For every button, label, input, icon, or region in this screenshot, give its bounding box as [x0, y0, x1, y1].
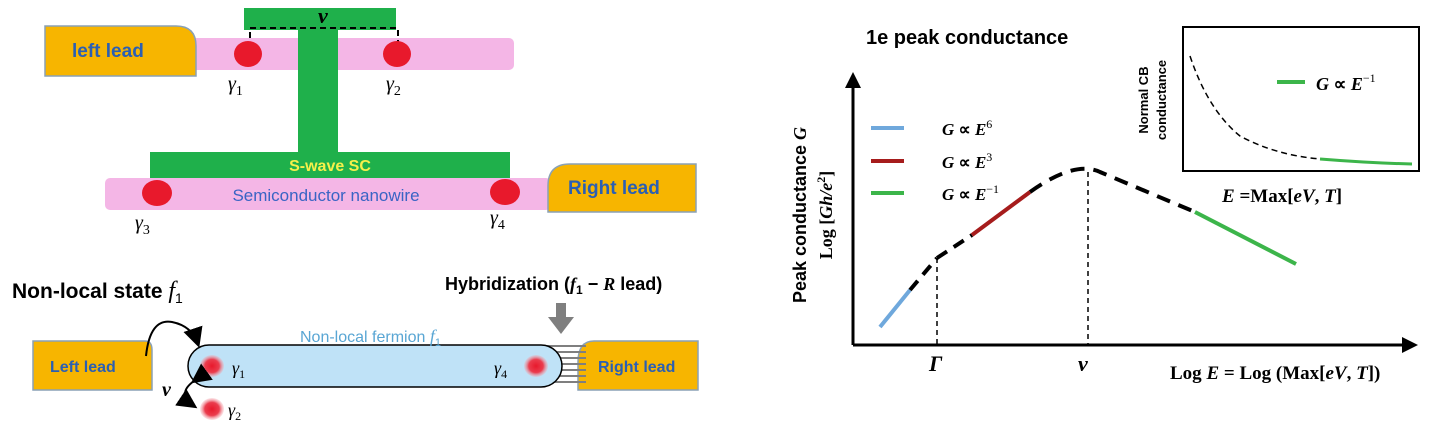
inset-curve-dashed: [1189, 55, 1321, 160]
gamma2-top-label: γ2: [386, 73, 401, 99]
nu-top-label: ν: [318, 3, 328, 28]
curve-dash-1: [908, 256, 939, 292]
tunnel-arrow-icon: [145, 320, 203, 357]
y-axis-arrow-icon: [845, 72, 861, 88]
tick-gamma: Γ: [928, 351, 943, 376]
lower-nanowire: [105, 178, 551, 210]
nu-coupling-arrow-icon: [175, 363, 213, 409]
gamma4-label: γ4: [490, 207, 505, 233]
nonlocal-title: Non-local state f1: [12, 278, 183, 306]
left-lead-top: [44, 25, 197, 77]
majorana-gamma4: [490, 179, 520, 205]
swave-label: S-wave SC: [289, 158, 371, 175]
fermion-label: Non-local fermion f1: [300, 326, 441, 349]
majorana-gamma1-bottom: [200, 355, 224, 377]
sc-top-bar: [244, 8, 396, 30]
curve-dash-2: [935, 233, 974, 260]
upper-nanowire: [186, 38, 514, 70]
right-lead-top: [547, 163, 697, 213]
bottom-device: Non-local state f1 Hybridization (f1 − R…: [12, 274, 699, 423]
inset-xlabel: E =Max[eV, T]: [1221, 186, 1342, 207]
conductance-plot: 1e peak conductance Peak conductance G L…: [790, 27, 1418, 384]
curve-e6-segment: [878, 288, 912, 329]
left-lead-top-label: left lead: [72, 41, 144, 62]
gamma1-top-label: γ1: [228, 73, 243, 99]
top-device: left lead S-wave SC ν γ1 γ2 Semiconducto…: [44, 3, 697, 238]
left-lead-bottom: [32, 340, 153, 391]
y-label-line1: Peak conductance G: [790, 127, 810, 303]
sc-stem: [298, 30, 338, 154]
gamma1-bottom-label: γ1: [232, 358, 245, 381]
x-label: Log E = Log (Max[eV, T]): [1170, 363, 1380, 384]
gamma2-bottom-label: γ2: [228, 400, 241, 423]
nu-bracket: [249, 27, 399, 48]
legend-label-em1: G ∝ E−1: [942, 182, 999, 204]
nu-bottom-label: ν: [162, 379, 172, 401]
tick-nu: ν: [1078, 351, 1088, 376]
inset-ylabel-line2: conductance: [1154, 60, 1169, 140]
majorana-gamma4-bottom: [524, 355, 548, 377]
legend: G ∝ E6 G ∝ E3 G ∝ E−1: [871, 117, 999, 204]
legend-label-e6: G ∝ E6: [942, 117, 992, 139]
y-label-line2: Log [Gh/e2]: [814, 171, 836, 260]
plot-title: 1e peak conductance: [866, 27, 1068, 49]
inset-frame: [1182, 26, 1420, 172]
majorana-gamma1-top: [234, 41, 262, 67]
hybrid-arrow-shaft: [556, 303, 566, 317]
majorana-gamma2-bottom: [200, 398, 224, 420]
x-axis-arrow-icon: [1402, 337, 1418, 353]
left-lead-bottom-label: Left lead: [50, 359, 116, 376]
hybrid-arrow-icon: [548, 317, 574, 334]
right-lead-bottom-label: Right lead: [598, 359, 675, 376]
inset-plot: Normal CB conductance G ∝ E−1 E =Max[eV,…: [1136, 26, 1420, 207]
majorana-gamma3: [142, 180, 172, 206]
nanowire-label: Semiconductor nanowire: [232, 186, 419, 205]
sc-bottom-bar: [150, 152, 510, 178]
majorana-gamma2-top: [383, 41, 411, 67]
gamma3-label: γ3: [135, 212, 150, 238]
inset-ylabel-line1: Normal CB: [1136, 66, 1151, 133]
gamma4-bottom-label: γ4: [494, 358, 507, 381]
inset-curve-green: [1319, 157, 1413, 166]
hybridization-title: Hybridization (f1 − R lead): [445, 274, 662, 297]
curve-e3-segment: [970, 190, 1032, 237]
inset-legend-label: G ∝ E−1: [1316, 71, 1376, 94]
curve-em1-segment: [1194, 210, 1297, 266]
right-lead-top-label: Right lead: [568, 178, 660, 199]
curve-peak-dash: [1028, 166, 1196, 214]
legend-label-e3: G ∝ E3: [942, 150, 992, 172]
